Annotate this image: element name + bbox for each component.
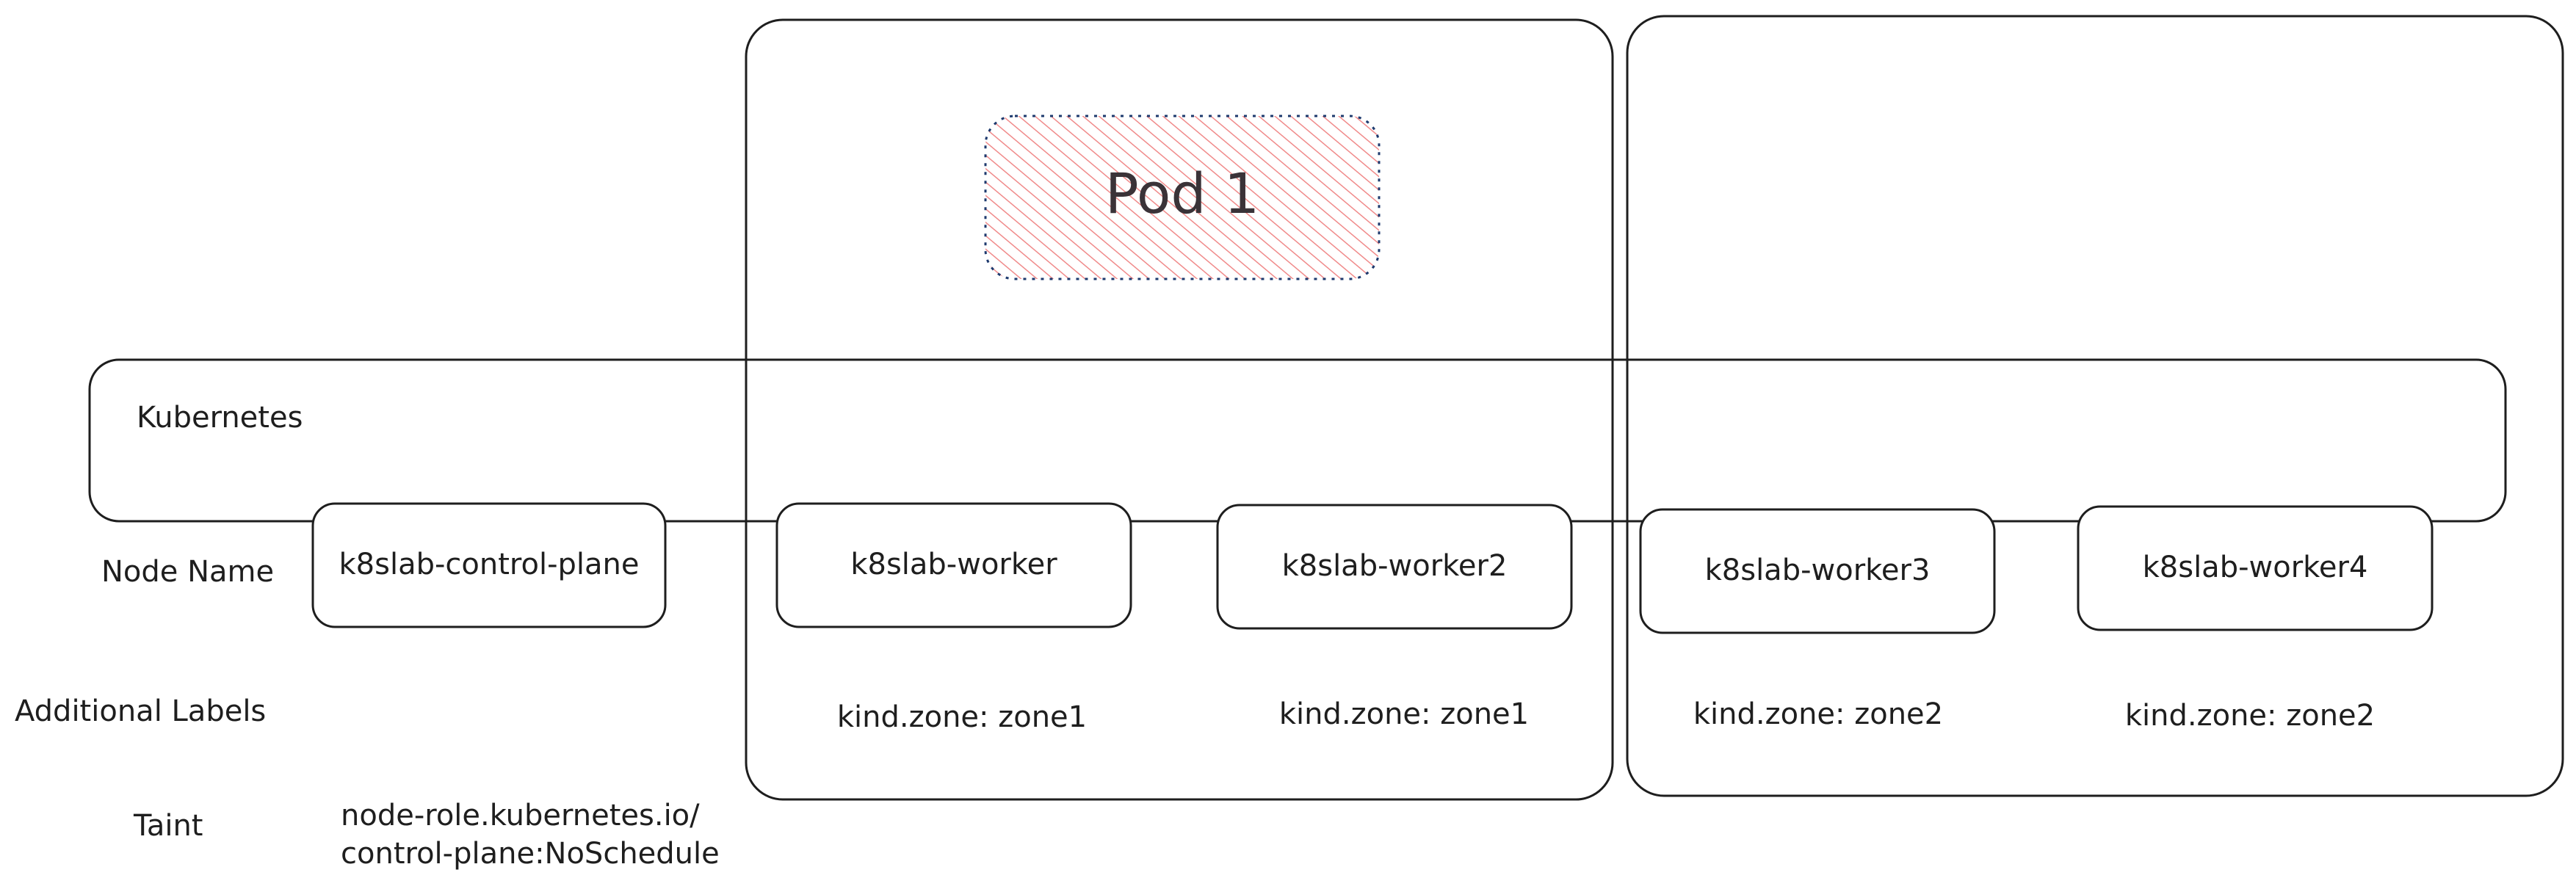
- taint-line-1: node-role.kubernetes.io/: [341, 799, 700, 832]
- node-label-worker2: kind.zone: zone1: [1279, 697, 1529, 731]
- row-label-additional-labels: Additional Labels: [15, 694, 266, 728]
- node-worker4: k8slab-worker4: [2077, 505, 2434, 631]
- node-name: k8slab-worker2: [1282, 549, 1508, 583]
- zone1-box: [745, 18, 1614, 801]
- node-worker2: k8slab-worker2: [1216, 504, 1573, 630]
- taint-line-2: control-plane:NoSchedule: [341, 837, 720, 871]
- pod-box: [984, 115, 1381, 280]
- pod-label: Pod 1: [1105, 161, 1259, 226]
- kubernetes-cluster-box: [88, 358, 2507, 523]
- node-name: k8slab-worker4: [2143, 551, 2368, 584]
- node-label-worker: kind.zone: zone1: [837, 700, 1087, 734]
- node-worker3: k8slab-worker3: [1639, 508, 1996, 634]
- node-label-worker3: kind.zone: zone2: [1693, 697, 1943, 731]
- row-label-node-name: Node Name: [101, 555, 274, 589]
- node-name: k8slab-worker3: [1705, 554, 1931, 587]
- kubernetes-label: Kubernetes: [137, 401, 303, 435]
- node-worker: k8slab-worker: [775, 502, 1132, 628]
- zone2-box: [1626, 15, 2564, 797]
- node-control-plane: k8slab-control-plane: [311, 502, 667, 628]
- node-name: k8slab-control-plane: [339, 548, 640, 581]
- node-label-worker4: kind.zone: zone2: [2125, 699, 2375, 733]
- node-name: k8slab-worker: [850, 548, 1057, 581]
- row-label-taint: Taint: [133, 809, 203, 843]
